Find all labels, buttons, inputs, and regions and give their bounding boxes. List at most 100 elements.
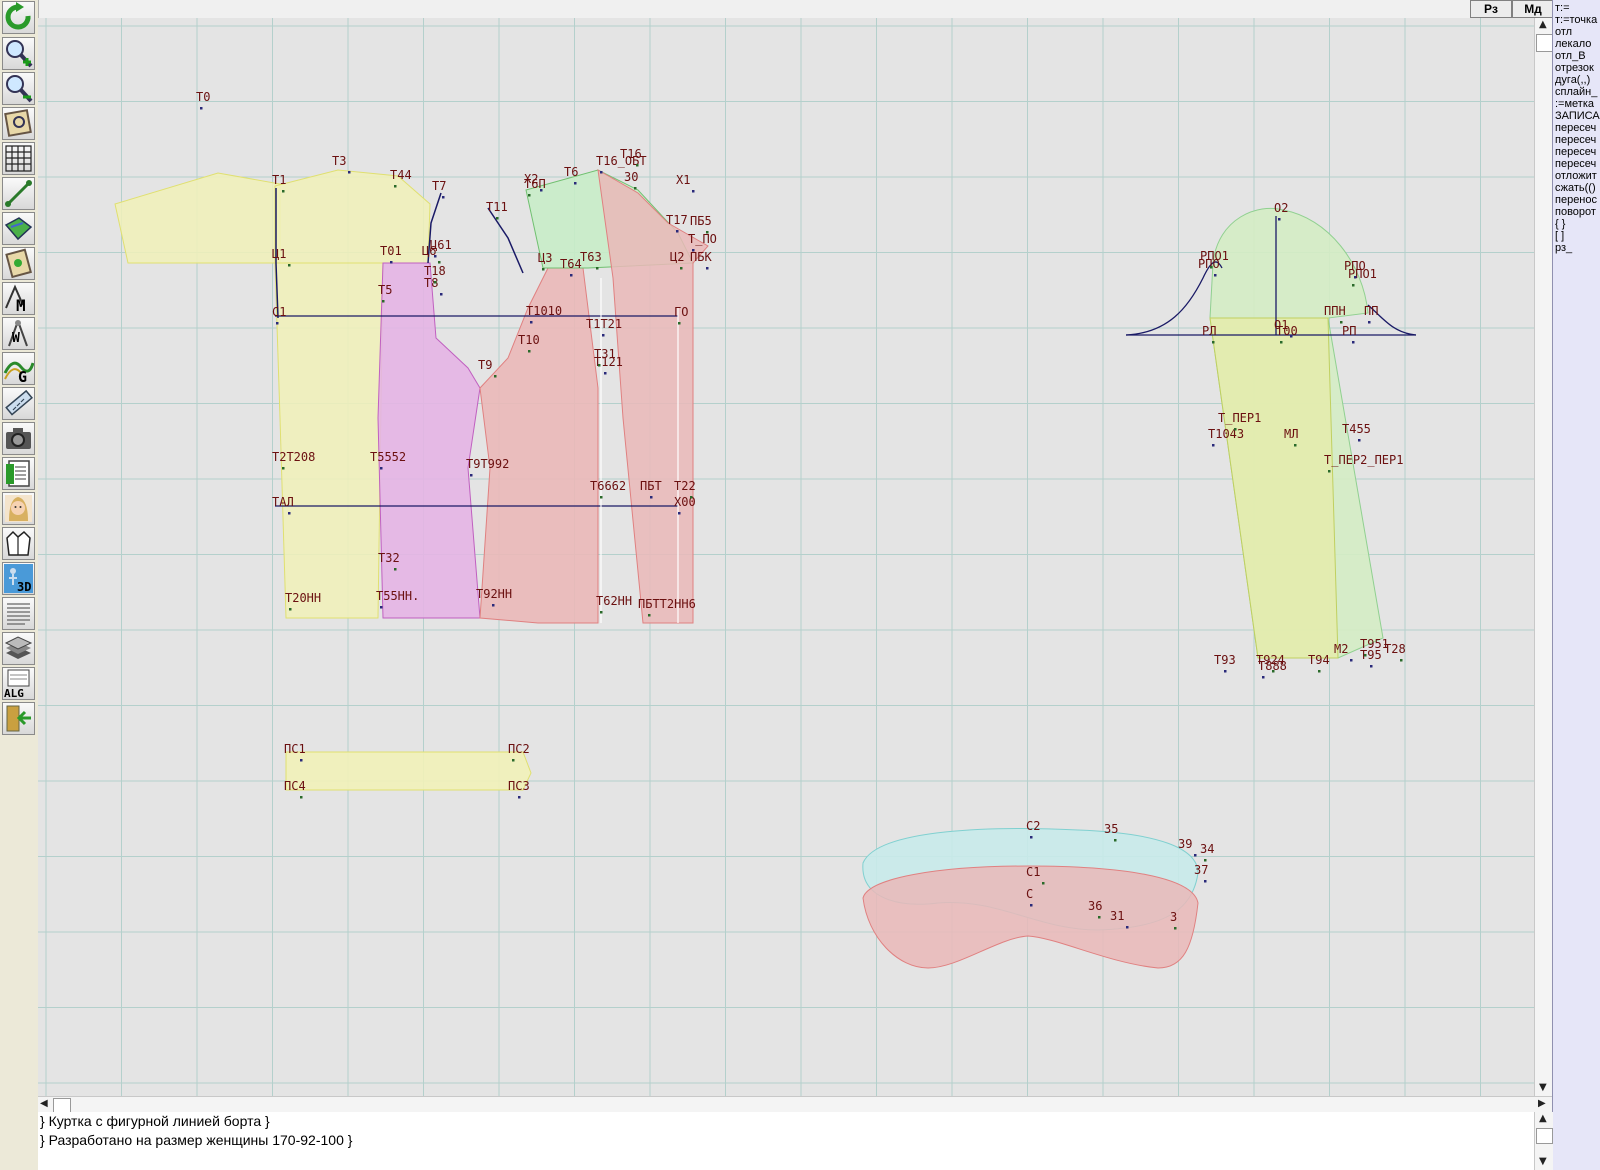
- command-item[interactable]: лекало: [1555, 38, 1592, 50]
- point-marker[interactable]: [680, 267, 683, 270]
- command-item[interactable]: отрезок: [1555, 62, 1594, 74]
- pattern-piece-collar-stand[interactable]: [285, 751, 532, 791]
- point-marker[interactable]: [1042, 882, 1045, 885]
- point-marker[interactable]: [678, 512, 681, 515]
- point-marker[interactable]: [1194, 854, 1197, 857]
- point-marker[interactable]: [1174, 927, 1177, 930]
- point-marker[interactable]: [382, 300, 385, 303]
- point-marker[interactable]: [1290, 335, 1293, 338]
- point-marker[interactable]: [200, 107, 203, 110]
- point-marker[interactable]: [1114, 839, 1117, 842]
- notes-scroll-thumb[interactable]: [1536, 1128, 1553, 1144]
- point-marker[interactable]: [596, 267, 599, 270]
- point-marker[interactable]: [604, 372, 607, 375]
- zoom-out-button[interactable]: [2, 72, 35, 105]
- point-marker[interactable]: [530, 321, 533, 324]
- camera-button[interactable]: [2, 422, 35, 455]
- figure-3d-button[interactable]: 3D: [2, 562, 35, 595]
- point-marker[interactable]: [1354, 276, 1357, 279]
- point-marker[interactable]: [1212, 444, 1215, 447]
- point-marker[interactable]: [1212, 341, 1215, 344]
- command-item[interactable]: поворот: [1555, 206, 1596, 218]
- scroll-left-icon[interactable]: ◀: [40, 1098, 48, 1109]
- command-item[interactable]: пересеч: [1555, 146, 1597, 158]
- point-marker[interactable]: [300, 796, 303, 799]
- command-item[interactable]: перенос: [1555, 194, 1598, 206]
- point-marker[interactable]: [1214, 274, 1217, 277]
- point-marker[interactable]: [650, 496, 653, 499]
- pattern-piece-under-collar[interactable]: [862, 865, 1199, 969]
- point-marker[interactable]: [634, 187, 637, 190]
- horizontal-scrollbar[interactable]: ◀ ▶: [38, 1096, 1552, 1113]
- point-marker[interactable]: [692, 249, 695, 252]
- ruler-button[interactable]: [2, 387, 35, 420]
- point-marker[interactable]: [282, 190, 285, 193]
- point-marker[interactable]: [1328, 470, 1331, 473]
- command-item[interactable]: т:=: [1555, 2, 1570, 14]
- measurements-button[interactable]: M: [2, 282, 35, 315]
- point-marker[interactable]: [288, 512, 291, 515]
- command-item[interactable]: т:=точка: [1555, 14, 1598, 26]
- pattern-piece-side-front[interactable]: [479, 267, 599, 624]
- pattern-piece-shoulder[interactable]: [274, 169, 431, 264]
- point-marker[interactable]: [1368, 321, 1371, 324]
- zoom-in-button[interactable]: [2, 37, 35, 70]
- point-marker[interactable]: [518, 796, 521, 799]
- notes-scroll-down-icon[interactable]: ▼: [1539, 1156, 1547, 1167]
- point-marker[interactable]: [394, 185, 397, 188]
- command-item[interactable]: [ ]: [1555, 230, 1565, 242]
- command-item[interactable]: { }: [1555, 218, 1566, 230]
- point-marker[interactable]: [636, 164, 639, 167]
- point-marker[interactable]: [440, 293, 443, 296]
- point-marker[interactable]: [289, 608, 292, 611]
- point-marker[interactable]: [690, 496, 693, 499]
- point-marker[interactable]: [1210, 266, 1213, 269]
- command-item[interactable]: отложит: [1555, 170, 1597, 182]
- point-marker[interactable]: [1234, 428, 1237, 431]
- point-marker[interactable]: [394, 568, 397, 571]
- point-marker[interactable]: [288, 264, 291, 267]
- point-marker[interactable]: [1030, 836, 1033, 839]
- notes-scrollbar[interactable]: ▲ ▼: [1534, 1112, 1553, 1170]
- model-photo-button[interactable]: [2, 492, 35, 525]
- sleeve-front-part[interactable]: [1209, 317, 1339, 659]
- point-marker[interactable]: [528, 350, 531, 353]
- command-item[interactable]: ЗАПИСА: [1555, 110, 1600, 122]
- point-marker[interactable]: [438, 261, 441, 264]
- point-marker[interactable]: [540, 189, 543, 192]
- horizontal-scroll-thumb[interactable]: [53, 1098, 71, 1113]
- vertical-scroll-thumb[interactable]: [1536, 34, 1553, 52]
- point-marker[interactable]: [390, 261, 393, 264]
- point-marker[interactable]: [512, 759, 515, 762]
- rz-button[interactable]: Рз: [1470, 0, 1512, 18]
- point-marker[interactable]: [1294, 444, 1297, 447]
- refresh-button[interactable]: [2, 1, 35, 34]
- point-marker[interactable]: [496, 217, 499, 220]
- map-button[interactable]: [2, 212, 35, 245]
- point-marker[interactable]: [692, 190, 695, 193]
- layers-button[interactable]: [2, 632, 35, 665]
- compass-button[interactable]: W: [2, 317, 35, 350]
- point-marker[interactable]: [380, 467, 383, 470]
- point-marker[interactable]: [1224, 670, 1227, 673]
- point-marker[interactable]: [1262, 676, 1265, 679]
- point-marker[interactable]: [380, 606, 383, 609]
- point-marker[interactable]: [1280, 341, 1283, 344]
- command-item[interactable]: сплайн_: [1555, 86, 1598, 98]
- point-marker[interactable]: [434, 255, 437, 258]
- pattern-piece-front[interactable]: [597, 169, 709, 624]
- point-marker[interactable]: [1272, 670, 1275, 673]
- point-marker[interactable]: [676, 230, 679, 233]
- point-marker[interactable]: [1352, 341, 1355, 344]
- table-button[interactable]: [2, 457, 35, 490]
- point-marker[interactable]: [1340, 321, 1343, 324]
- point-marker[interactable]: [1364, 654, 1367, 657]
- fit-view-button[interactable]: [2, 107, 35, 140]
- point-marker[interactable]: [434, 281, 437, 284]
- command-item[interactable]: дуга(,,): [1555, 74, 1591, 86]
- point-marker[interactable]: [494, 375, 497, 378]
- point-marker[interactable]: [528, 194, 531, 197]
- point-marker[interactable]: [1318, 670, 1321, 673]
- point-marker[interactable]: [492, 604, 495, 607]
